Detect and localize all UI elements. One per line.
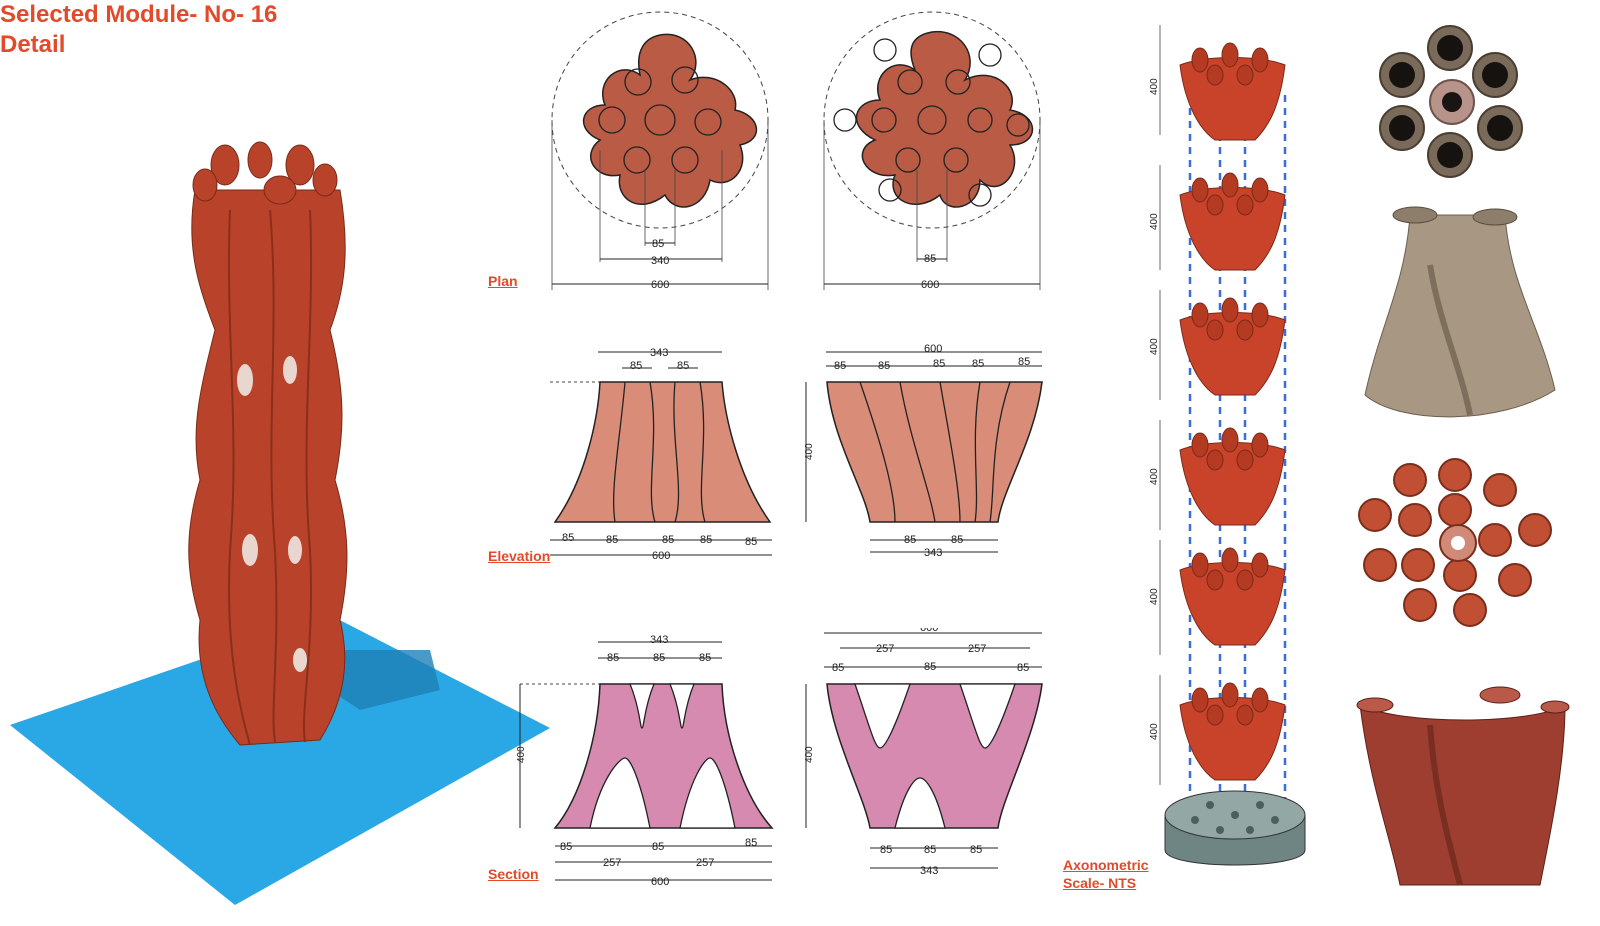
sec-right-dim-85e: 85 <box>924 844 936 856</box>
axonometric-stack: 400 400 400 400 400 400 <box>1149 25 1306 866</box>
column-openings <box>237 356 307 672</box>
axo-dim-400-3: 400 <box>1149 338 1160 355</box>
sec-left-dim-85e: 85 <box>652 841 664 853</box>
column-ridges <box>227 209 313 746</box>
section-right: 400 600 257 257 85 85 85 85 85 85 343 <box>804 628 1043 877</box>
sec-right-dim-85b: 85 <box>924 661 936 673</box>
sec-left-dim-85d: 85 <box>560 841 572 853</box>
sec-left-dim-400: 400 <box>516 746 527 763</box>
elev-left-dim-85g: 85 <box>745 536 757 548</box>
elev-left-dim-343: 343 <box>650 347 668 359</box>
sec-left-dim-85a: 85 <box>607 652 619 664</box>
photo-side-view-terracotta <box>1356 686 1570 886</box>
sec-left-dim-257a: 257 <box>603 857 621 869</box>
sec-right-dim-600: 600 <box>920 628 938 634</box>
sec-right-dim-257a: 257 <box>876 643 894 655</box>
photo-side-view-clay <box>1364 206 1556 418</box>
elev-left-dim-85a: 85 <box>630 360 642 372</box>
elevation-right: 400 600 85 85 85 85 85 85 85 343 <box>804 343 1043 559</box>
axo-dim-400-4: 400 <box>1149 468 1160 485</box>
sec-right-dim-257b: 257 <box>968 643 986 655</box>
sec-left-dim-343: 343 <box>650 634 668 646</box>
sec-right-dim-400: 400 <box>804 746 815 763</box>
title-line-2: Detail <box>0 31 66 58</box>
plan-left-dim-85: 85 <box>652 238 664 250</box>
elev-right-dim-85e: 85 <box>1018 356 1030 368</box>
elev-right-dim-85d: 85 <box>972 358 984 370</box>
sec-left-dim-85f: 85 <box>745 837 757 849</box>
page-title: Selected Module- No- 16 Detail <box>0 0 277 60</box>
axo-dim-400-1: 400 <box>1149 78 1160 95</box>
module-render <box>10 141 550 905</box>
elev-left-dim-85e: 85 <box>662 534 674 546</box>
column-shadow <box>330 650 440 710</box>
plan-left: 85 340 600 <box>551 11 769 291</box>
axo-base <box>1164 790 1306 866</box>
sec-left-dim-85b: 85 <box>653 652 665 664</box>
elevation-label: Elevation <box>488 548 551 564</box>
sec-right-dim-85d: 85 <box>880 844 892 856</box>
axo-module-5 <box>1179 547 1286 646</box>
elev-left-dim-85d: 85 <box>606 534 618 546</box>
elev-left-dim-600: 600 <box>652 550 670 562</box>
prototype-photos <box>1356 25 1570 886</box>
elev-right-dim-85f: 85 <box>904 534 916 546</box>
axo-module-6 <box>1179 682 1286 781</box>
column-body <box>188 141 348 746</box>
axo-module-3 <box>1179 297 1286 396</box>
elev-right-dim-400: 400 <box>804 443 815 460</box>
elev-right-dim-85g: 85 <box>951 534 963 546</box>
axo-dim-400-6: 400 <box>1149 723 1160 740</box>
plan-right-dim-600: 600 <box>921 279 939 291</box>
elev-left-dim-85b: 85 <box>677 360 689 372</box>
axonometric-label: Axonometric Scale- NTS <box>1063 856 1149 892</box>
photo-top-view-clay <box>1379 25 1523 178</box>
section-left: 400 343 85 85 85 85 85 85 257 257 600 <box>516 634 774 888</box>
section-drawings: 400 343 85 85 85 85 85 85 257 257 600 40… <box>516 628 1043 888</box>
elev-right-dim-343: 343 <box>924 547 942 559</box>
plan-left-dim-600: 600 <box>651 279 669 291</box>
axo-module-2 <box>1179 172 1286 271</box>
elev-right-dim-85b: 85 <box>878 360 890 372</box>
axo-dim-400-5: 400 <box>1149 588 1160 605</box>
plan-drawings: 85 340 600 85 600 <box>551 11 1041 291</box>
axonometric-label-line1: Axonometric <box>1063 857 1149 873</box>
sec-right-dim-85a: 85 <box>832 662 844 674</box>
sec-right-dim-343: 343 <box>920 865 938 877</box>
elev-right-dim-600: 600 <box>924 343 942 355</box>
plan-label: Plan <box>488 273 518 289</box>
plan-right-dim-85: 85 <box>924 253 936 265</box>
photo-top-view-terracotta <box>1358 458 1552 627</box>
sec-left-dim-257b: 257 <box>696 857 714 869</box>
elev-left-dim-85f: 85 <box>700 534 712 546</box>
plan-right: 85 600 <box>823 11 1041 291</box>
sec-left-dim-85c: 85 <box>699 652 711 664</box>
sec-right-dim-85f: 85 <box>970 844 982 856</box>
axo-module-1 <box>1179 42 1286 141</box>
section-label: Section <box>488 866 539 882</box>
elev-right-dim-85a: 85 <box>834 360 846 372</box>
axo-dim-400-2: 400 <box>1149 213 1160 230</box>
sec-right-dim-85c: 85 <box>1017 662 1029 674</box>
elev-left-dim-85c: 85 <box>562 532 574 544</box>
title-line-1: Selected Module- No- 16 <box>0 1 278 28</box>
elev-right-dim-85c: 85 <box>933 358 945 370</box>
plan-left-dim-340: 340 <box>651 255 669 267</box>
axonometric-scale-line: Scale- NTS <box>1063 875 1137 891</box>
axo-module-4 <box>1179 427 1286 526</box>
elevation-left: 343 85 85 85 85 85 85 85 600 <box>550 347 772 562</box>
elevation-drawings: 343 85 85 85 85 85 85 85 600 400 600 85 … <box>550 343 1043 562</box>
sec-left-dim-600: 600 <box>651 876 669 888</box>
